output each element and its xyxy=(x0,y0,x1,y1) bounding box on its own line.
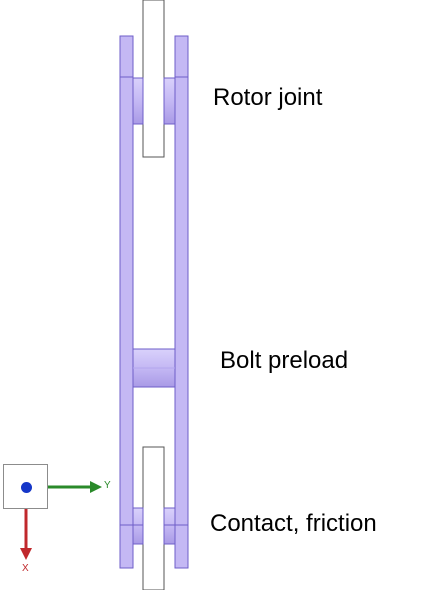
z-axis-dot-icon xyxy=(21,482,32,493)
top-rotor-link xyxy=(142,0,165,158)
bottom-link xyxy=(142,446,165,590)
bolt xyxy=(132,348,176,388)
left-plate xyxy=(119,35,134,569)
contact-bushings xyxy=(132,507,176,545)
rotor-joint-bushings xyxy=(132,77,176,125)
bolt-preload-label: Bolt preload xyxy=(220,347,349,374)
rotor-joint-label: Rotor joint xyxy=(213,84,323,111)
axis-triad-arrows xyxy=(20,481,102,560)
y-axis-arrowhead xyxy=(90,481,102,493)
axis-triad-box[interactable] xyxy=(3,464,48,509)
x-axis-arrowhead xyxy=(20,548,32,560)
contact-friction-label: Contact, friction xyxy=(210,510,377,537)
x-axis-label: X xyxy=(22,563,29,574)
right-plate xyxy=(174,35,189,569)
y-axis-label: Y xyxy=(104,480,111,491)
